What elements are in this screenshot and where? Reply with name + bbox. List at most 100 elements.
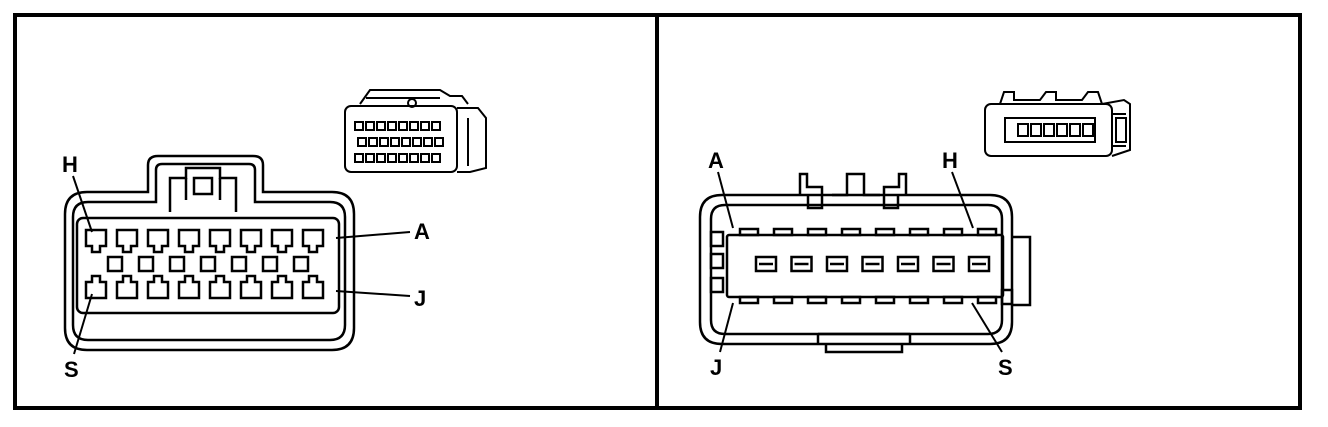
contact-tab — [806, 295, 828, 305]
thumb-cavity — [1043, 123, 1055, 137]
terminal-cavity — [146, 274, 170, 300]
thumb-cavity — [354, 121, 364, 131]
contact-tab — [840, 227, 862, 237]
terminal-cavity — [270, 274, 294, 300]
terminal-slot — [790, 255, 813, 273]
terminal-cavity — [239, 228, 263, 254]
left-callouts — [72, 175, 411, 355]
contact-tab — [738, 227, 760, 237]
right-callout-top-left: A — [708, 148, 724, 173]
terminal-slot — [754, 255, 778, 273]
contact-tab — [942, 227, 964, 237]
left-inner-shell — [71, 162, 347, 342]
thumb-cavity — [398, 153, 408, 163]
right-top-latch-left — [798, 172, 824, 210]
thumb-cavity — [431, 121, 441, 131]
contact-tab — [976, 295, 998, 305]
contact-tab — [806, 227, 828, 237]
terminal-cavity — [115, 274, 139, 300]
thumb-cavity — [1056, 123, 1068, 137]
right-callout-top-right: H — [942, 148, 958, 173]
left-connector-face — [63, 154, 356, 352]
terminal-cavity — [115, 228, 139, 254]
terminal-cavity — [301, 274, 325, 300]
left-callout-bottom-right: J — [414, 286, 426, 311]
contact-tab — [976, 227, 998, 237]
thumb-cavity — [1017, 123, 1029, 137]
thumb-cavity — [401, 137, 411, 147]
thumb-cavity — [1069, 123, 1081, 137]
contact-tab — [840, 295, 862, 305]
left-callout-bottom-left: S — [64, 357, 79, 382]
terminal-lock — [199, 255, 217, 273]
thumb-cavity — [1030, 123, 1042, 137]
contact-tab — [874, 227, 896, 237]
left-latch — [168, 166, 238, 212]
thumb-cavity — [390, 137, 400, 147]
thumb-cavity — [354, 153, 364, 163]
left-connector-thumbnail — [344, 89, 487, 173]
left-callout-top-left: H — [62, 152, 78, 177]
right-terminals — [738, 227, 998, 305]
terminal-cavity — [177, 274, 201, 300]
right-connector-thumbnail — [984, 91, 1131, 157]
thumb-cavity — [365, 121, 375, 131]
terminal-cavity — [270, 228, 294, 254]
terminal-cavity — [84, 228, 108, 254]
terminal-slot — [861, 255, 884, 273]
terminal-slot — [967, 255, 991, 273]
terminal-lock — [106, 255, 124, 273]
left-callout-top-right: A — [414, 219, 430, 244]
thumb-cavity — [368, 137, 378, 147]
thumb-cavity — [357, 137, 367, 147]
thumb-cavity — [431, 153, 441, 163]
thumb-cavity — [420, 153, 430, 163]
contact-tab — [738, 295, 760, 305]
right-top-latch-right — [882, 172, 908, 210]
thumb-cavity — [409, 153, 419, 163]
right-callout-bottom-left: J — [710, 355, 722, 380]
contact-tab — [908, 295, 930, 305]
right-outer-shell — [698, 193, 1014, 346]
terminal-lock — [137, 255, 155, 273]
terminal-cavity — [84, 274, 108, 300]
contact-tab — [908, 227, 930, 237]
left-outer-shell — [63, 154, 356, 352]
thumb-cavity — [387, 153, 397, 163]
terminal-cavity — [239, 274, 263, 300]
terminal-cavity — [208, 274, 232, 300]
right-callouts — [717, 171, 1003, 353]
terminal-slot — [825, 255, 849, 273]
right-inner-shell — [709, 203, 1004, 336]
thumb-cavity — [365, 153, 375, 163]
thumb-cavity — [420, 121, 430, 131]
terminal-cavity — [208, 228, 232, 254]
left-cavity-border — [75, 216, 341, 315]
right-callout-bottom-right: S — [998, 355, 1013, 380]
contact-tab — [772, 227, 794, 237]
thumb-cavity — [1082, 123, 1094, 137]
right-bottom-tab — [816, 332, 912, 354]
terminal-lock — [230, 255, 248, 273]
thumb-cavity — [409, 121, 419, 131]
thumb-cavity — [379, 137, 389, 147]
right-top-latch-center — [832, 172, 880, 197]
right-side-tab — [1012, 235, 1032, 307]
terminal-slot — [896, 255, 920, 273]
thumb-cavity — [434, 137, 444, 147]
thumb-cavity — [387, 121, 397, 131]
terminal-cavity — [146, 228, 170, 254]
left-terminals — [84, 228, 325, 300]
thumb-cavity — [398, 121, 408, 131]
thumb-cavity — [412, 137, 422, 147]
terminal-cavity — [177, 228, 201, 254]
terminal-slot — [932, 255, 955, 273]
contact-tab — [942, 295, 964, 305]
thumb-cavity — [423, 137, 433, 147]
left-panel: H A J S — [62, 89, 487, 382]
right-terminal-block — [725, 233, 1005, 299]
terminal-lock — [168, 255, 186, 273]
terminal-lock — [261, 255, 279, 273]
